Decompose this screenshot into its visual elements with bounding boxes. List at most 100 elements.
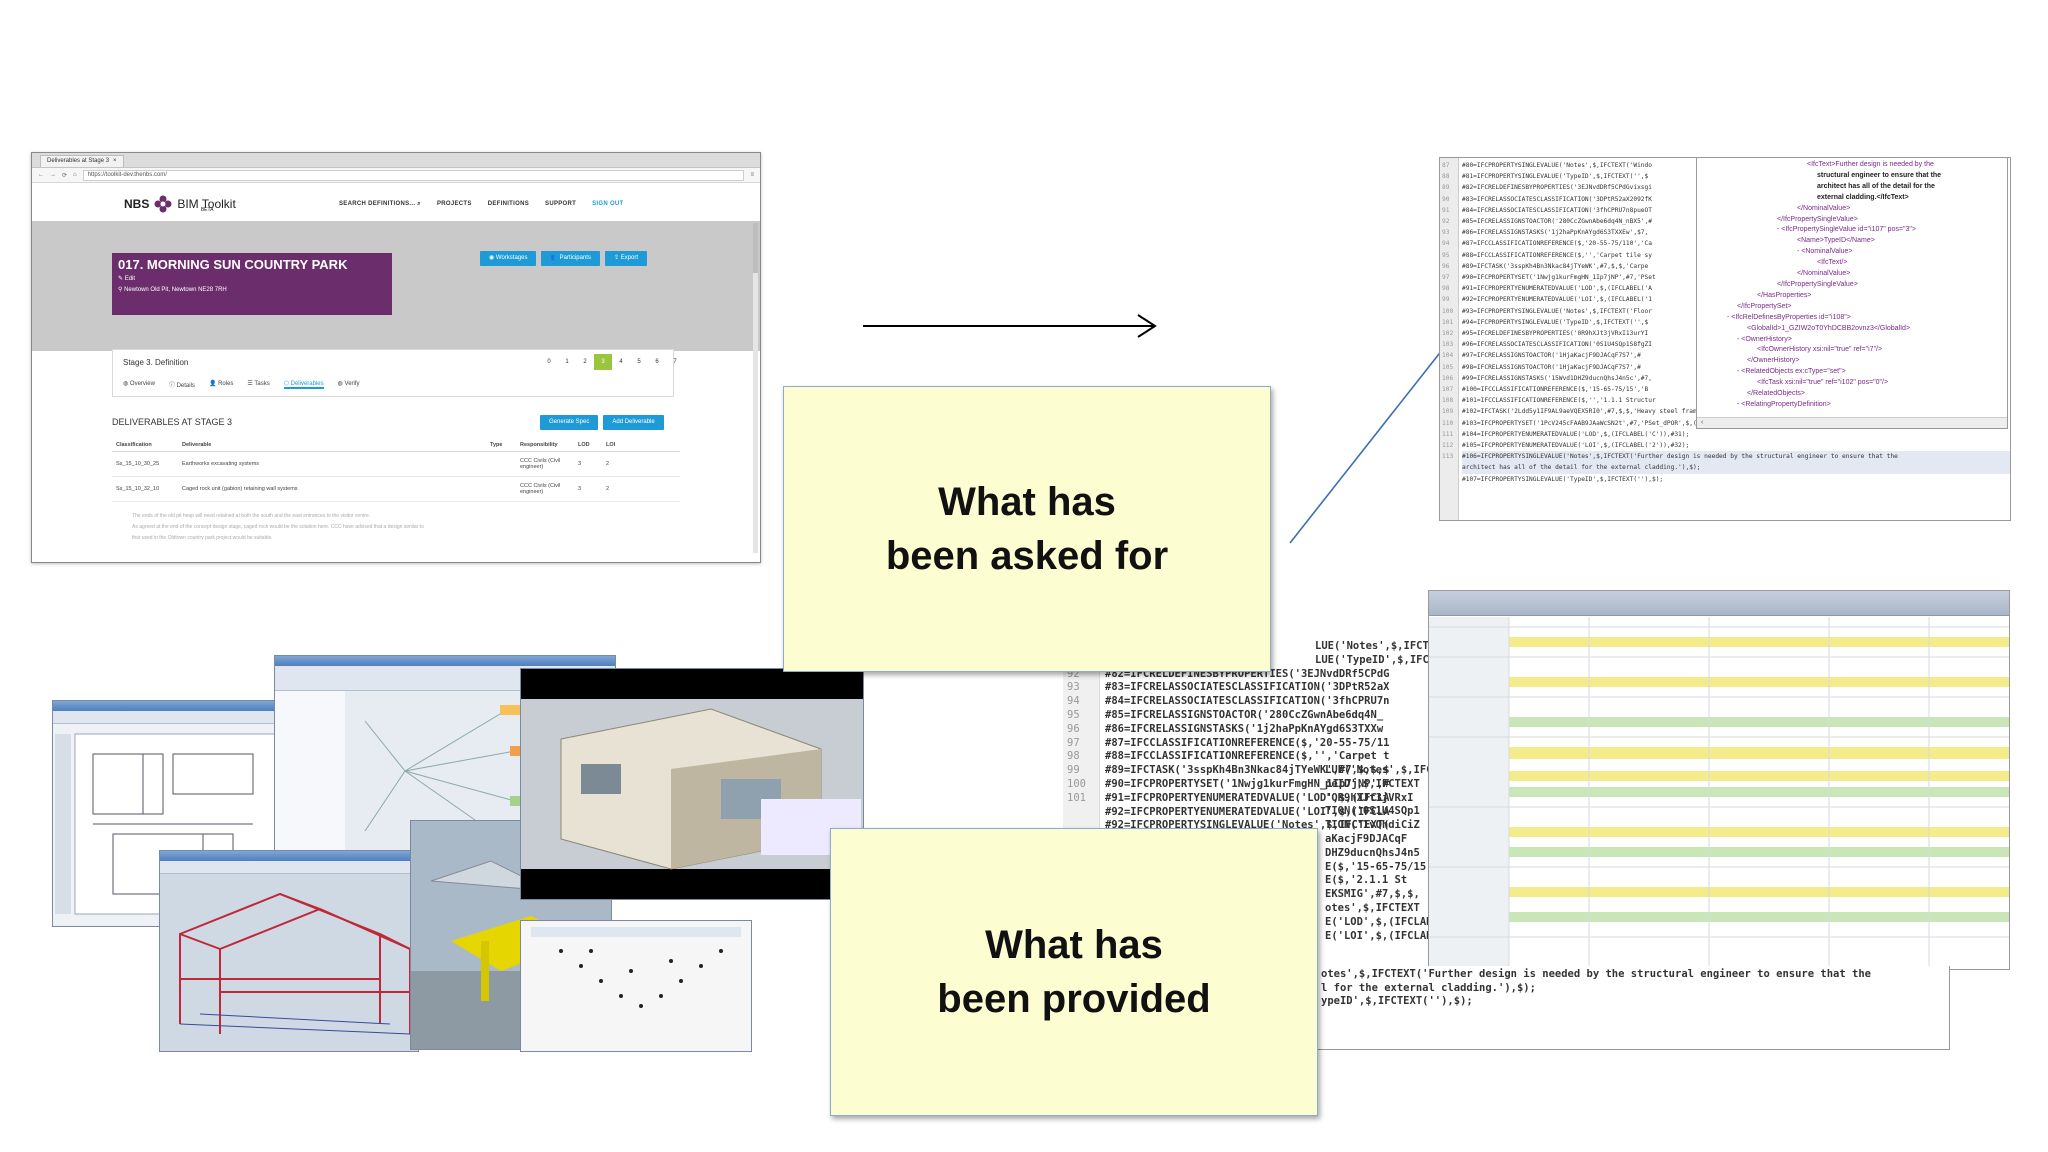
xml-lines: <IfcText>Further design is needed by the… (1727, 161, 1942, 408)
table-header-row: Classification Deliverable Type Responsi… (112, 439, 680, 452)
page-scrollbar[interactable] (753, 223, 758, 553)
cell-lod[interactable]: 3 (578, 461, 582, 467)
menu-icon[interactable]: ≡ (750, 172, 754, 178)
edit-project-link[interactable]: ✎ Edit (118, 276, 136, 282)
tab-roles[interactable]: 👤 Roles (208, 381, 234, 387)
bim-toolkit-browser-window: Deliverables at Stage 3 × ← → ⟳ ⌂ https:… (31, 152, 761, 563)
tab-verify[interactable]: ◍ Verify (337, 381, 360, 387)
location-pin-icon: ⚲ (118, 287, 125, 293)
people-icon: 👥 (550, 255, 560, 261)
stage-label: Stage 3. Definition (123, 358, 189, 367)
tab-tasks[interactable]: ☰ Tasks (247, 381, 270, 387)
nav-sign-out[interactable]: SIGN OUT (592, 201, 624, 207)
chevron-left-icon[interactable]: ‹ (1701, 419, 1704, 426)
cell-lod[interactable]: 3 (578, 486, 582, 492)
export-button[interactable]: ⇪ Export (604, 251, 648, 266)
nav-support[interactable]: SUPPORT (545, 201, 577, 207)
project-action-buttons: ◉ Workstages 👥 Participants ⇪ Export (480, 251, 648, 266)
reload-icon[interactable]: ⟳ (62, 172, 68, 179)
stage-number[interactable]: 6 (655, 359, 659, 365)
browser-tab[interactable]: Deliverables at Stage 3 × (40, 155, 124, 167)
section-chart (521, 921, 751, 1051)
tab-details[interactable]: ⓘ Details (168, 383, 195, 389)
table-row[interactable]: Ss_15_10_30_25 Earthworks excavating sys… (112, 452, 680, 477)
note-line: The ends of the old pit heap will need r… (132, 513, 371, 519)
arrow-shaft (863, 325, 1153, 327)
forward-icon[interactable]: → (50, 172, 56, 178)
nbs-logo[interactable]: NBS BIM Toolkit BETA (124, 195, 236, 213)
stage-number[interactable]: 4 (619, 359, 623, 365)
add-deliverable-button[interactable]: Add Deliverable (603, 415, 664, 430)
project-title: 017. MORNING SUN COUNTRY PARK (118, 257, 348, 272)
list-icon: ☰ (247, 381, 255, 387)
stage-number[interactable]: 5 (637, 359, 641, 365)
nbs-logo-text: NBS (124, 197, 150, 211)
info-icon: ⓘ (168, 383, 177, 389)
address-row: ← → ⟳ ⌂ https://toolkit-dev.thenbs.com/ … (32, 168, 760, 183)
nbs-flower-icon (154, 195, 172, 213)
nav-definitions[interactable]: DEFINITIONS (487, 201, 530, 207)
provided-line1: What has (985, 923, 1163, 967)
stage-number[interactable]: 1 (565, 359, 569, 365)
globe-icon: ◍ (123, 381, 130, 387)
cell-loi[interactable]: 2 (606, 486, 610, 492)
deliverable-notes: The ends of the old pit heap will need r… (132, 511, 562, 544)
cell-responsibility: CCC Civils (Civil engineer) (520, 458, 561, 470)
line-numbers: 87 88 89 90 91 92 93 94 95 96 97 98 99 1… (1442, 162, 1454, 461)
address-bar[interactable]: https://toolkit-dev.thenbs.com/ (82, 169, 745, 181)
cube-icon: ⬡ (283, 381, 291, 387)
ifcxml-panel: <IfcText>Further design is needed by the… (1696, 157, 2008, 429)
stage-number[interactable]: 7 (673, 359, 677, 365)
ifc-text-continuation: otes',$,IFCTEXT('Further design is neede… (1316, 966, 1950, 1050)
export-icon: ⇪ (613, 255, 621, 261)
section-chart-window (520, 920, 752, 1052)
stage-tabs: ◍ Overview ⓘ Details 👤 Roles ☰ Tasks ⬡ D… (123, 380, 360, 389)
asked-for-note: What has been asked for (783, 386, 1271, 672)
back-icon[interactable]: ← (38, 172, 44, 178)
table-row[interactable]: Ss_15_10_32_10 Caged rock unit (gabion) … (112, 477, 680, 502)
stage-number-active[interactable]: 3 (594, 354, 612, 370)
product-name: BIM Toolkit (177, 197, 236, 211)
xml-horizontal-scrollbar[interactable]: ‹ (1697, 417, 2007, 428)
deliverables-table: Classification Deliverable Type Responsi… (112, 439, 680, 502)
user-icon: 👤 (208, 381, 219, 387)
nav-projects[interactable]: PROJECTS (436, 201, 472, 207)
tab-deliverables[interactable]: ⬡ Deliverables (283, 381, 324, 389)
generate-spec-button[interactable]: Generate Spec (540, 415, 599, 430)
browser-tab-title: Deliverables at Stage 3 (47, 158, 110, 164)
column-header: Type (490, 442, 503, 448)
note-line: As agreed at the end of the concept desi… (132, 524, 424, 530)
cell-classification: Ss_15_10_30_25 (116, 461, 160, 467)
deliverables-buttons: Generate Spec Add Deliverable (540, 415, 664, 430)
scroll-thumb[interactable] (753, 223, 758, 273)
participants-button[interactable]: 👥 Participants (541, 251, 600, 266)
stage-number-selector: 0 1 2 3 4 5 6 7 (540, 354, 684, 370)
project-address: ⚲ Newtown Old Pit, Newtown NE28 7RH (118, 287, 227, 293)
cell-deliverable: Earthworks excavating systems (182, 461, 260, 467)
column-header: Classification (116, 442, 152, 448)
cell-loi[interactable]: 2 (606, 461, 610, 467)
spreadsheet-window (1428, 590, 2010, 970)
tab-overview[interactable]: ◍ Overview (123, 381, 155, 387)
stage-number[interactable]: 2 (583, 359, 587, 365)
search-icon: ⌕ (417, 201, 421, 207)
connector-line-top (1289, 339, 1451, 544)
asked-for-line2: been asked for (885, 534, 1169, 578)
beta-badge: BETA (200, 207, 214, 213)
search-definitions-input[interactable]: SEARCH DEFINITIONS... ⌕ (339, 201, 421, 207)
pencil-icon: ✎ (118, 276, 125, 282)
top-nav: SEARCH DEFINITIONS... ⌕ PROJECTS DEFINIT… (339, 201, 624, 208)
home-icon[interactable]: ⌂ (73, 172, 77, 178)
ifc-lines: #80=IFCPROPERTYSINGLEVALUE('Notes',$,IFC… (1462, 160, 2010, 485)
workstages-button[interactable]: ◉ Workstages (480, 251, 537, 266)
provided-line2: been provided (937, 977, 1211, 1021)
close-tab-icon[interactable]: × (113, 158, 117, 164)
ifc-lines-right: LUE('Notes',$,IFCTEXT( peID',$,IFCTEXT '… (1325, 764, 1433, 942)
project-banner: 017. MORNING SUN COUNTRY PARK ✎ Edit ⚲ N… (112, 253, 392, 315)
spreadsheet-grid (1429, 617, 2009, 969)
cell-responsibility: CCC Civils (Civil engineer) (520, 483, 561, 495)
3d-house-view-window (520, 668, 864, 900)
stage-number[interactable]: 0 (547, 359, 551, 365)
note-line: that used in the Oldtown country park pr… (132, 535, 273, 541)
asked-for-line1: What has (938, 480, 1116, 524)
